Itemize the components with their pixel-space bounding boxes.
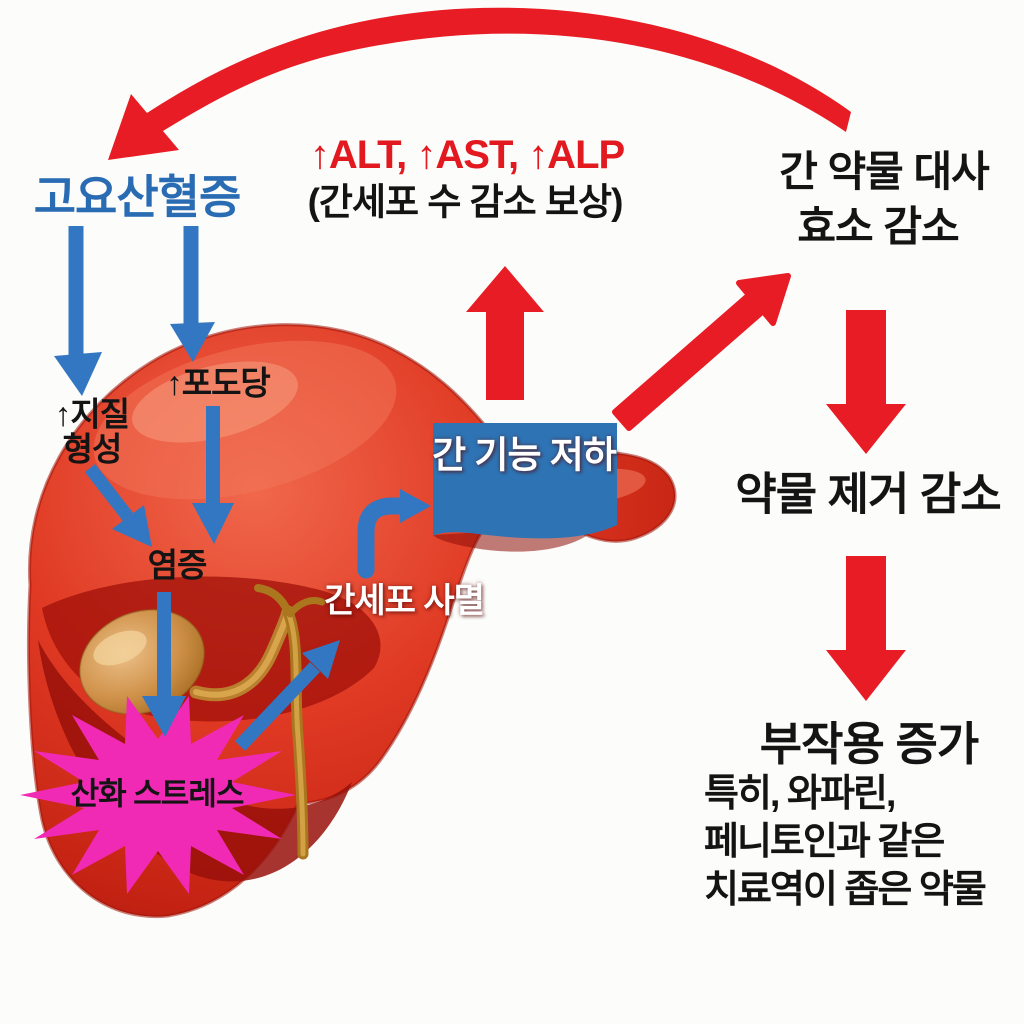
compensation-label: (간세포 수 감소 보상) — [307, 181, 624, 223]
lipid-formation-label: ↑지질 형성 — [54, 395, 130, 467]
drug-clearance-label: 약물 제거 감소 — [735, 468, 1001, 520]
liver-lower-fold — [38, 640, 352, 882]
side-effects-note-line3: 치료역이 좁은 약물 — [704, 869, 987, 912]
red-down-arrow-1 — [826, 310, 906, 454]
blue-arrow-glucose-to-inflammation — [192, 406, 234, 544]
liver-function-box — [433, 423, 617, 539]
red-feedback-arc-arrow — [108, 7, 851, 160]
red-diagonal-arrow — [612, 273, 791, 431]
red-down-arrow-2 — [826, 556, 906, 701]
red-up-arrow — [466, 266, 544, 400]
liver-highlight-bright — [132, 361, 298, 443]
lipid-formation-line1: ↑지질 — [54, 395, 130, 433]
glucose-label: ↑포도당 — [166, 364, 271, 402]
red-arrows — [108, 7, 906, 701]
lipid-formation-line2: 형성 — [62, 430, 123, 467]
bile-duct — [254, 584, 326, 860]
liver-function-box-label: 간 기능 저하 — [432, 434, 617, 476]
blue-elbow-arrow — [357, 489, 431, 579]
side-effects-note-line2: 페니토인과 같은 — [704, 821, 945, 864]
blue-arrow-inflammation-to-stress — [142, 592, 186, 737]
blue-down-arrow-right — [170, 226, 215, 362]
blue-arrow-stress-to-hepatocyte — [234, 640, 340, 751]
oxidative-stress-label: 산화 스트레스 — [70, 776, 245, 812]
hyperuricemia-label: 고요산혈증 — [33, 170, 242, 223]
enzyme-decrease-label-line1: 간 약물 대사 — [779, 147, 990, 195]
lab-markers-label: ↑ALT, ↑AST, ↑ALP — [309, 133, 625, 177]
side-effects-label: 부작용 증가 — [759, 717, 979, 770]
inflammation-label: 염증 — [147, 546, 208, 584]
enzyme-decrease-label-line2: 효소 감소 — [797, 202, 959, 250]
hepatocyte-death-label: 간세포 사멸 — [324, 582, 485, 621]
oxidative-stress-starburst — [20, 696, 296, 894]
blue-arrows — [54, 226, 431, 751]
blue-arrow-lipid-to-inflammation — [84, 464, 152, 547]
blue-down-arrow-left — [54, 226, 102, 396]
side-effects-note-line1: 특히, 와파린, — [704, 773, 896, 816]
